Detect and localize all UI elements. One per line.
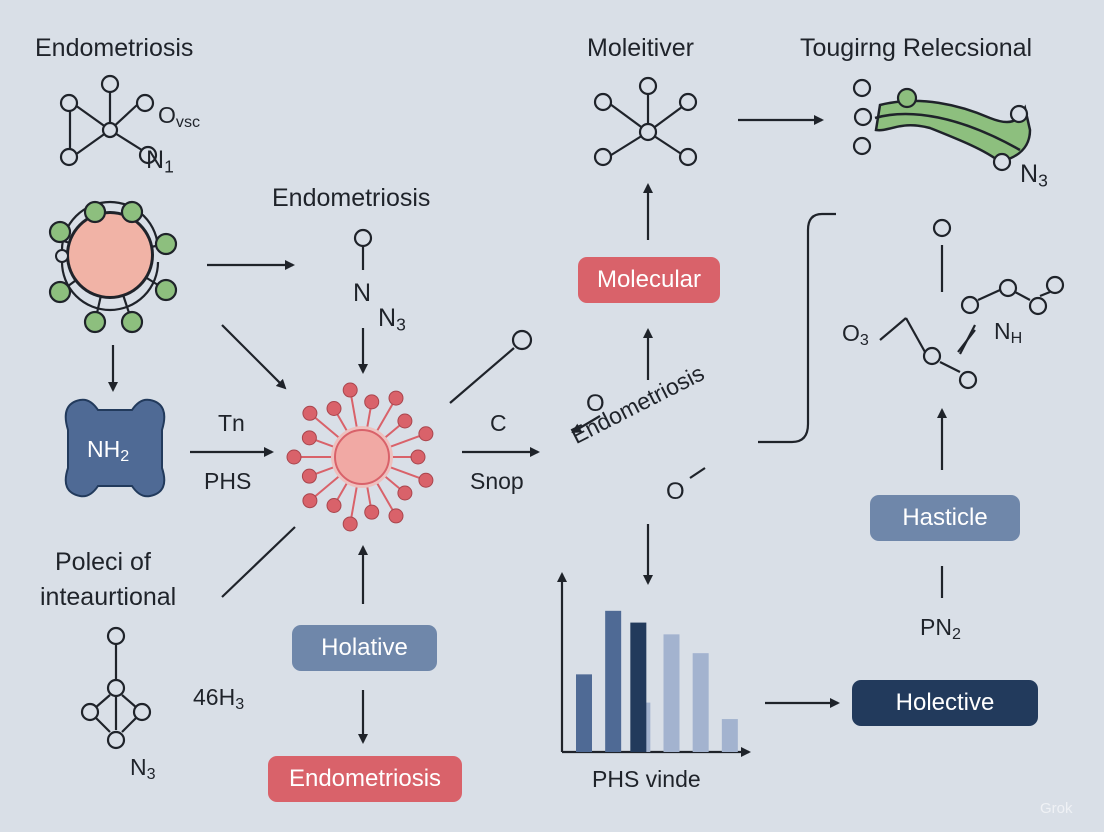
nh-label: NH xyxy=(994,318,1023,348)
line-o-slash xyxy=(689,467,706,479)
n3-label-center: N3 xyxy=(378,306,406,334)
holective-box: Holective xyxy=(852,680,1038,726)
molecule-top-left xyxy=(59,74,158,167)
virus-spike-node xyxy=(326,401,342,417)
virus-spike-node xyxy=(342,382,358,398)
molecule-snop xyxy=(449,329,533,404)
n-label: N xyxy=(353,279,372,307)
arrow-cell-to-virus xyxy=(221,324,287,390)
vsc-label: Ovsc xyxy=(158,102,201,132)
moleitiver-label: Moleitiver xyxy=(587,34,694,62)
virus-spike-node xyxy=(388,508,404,524)
n3-center-text: N xyxy=(378,304,397,332)
n3-center-subscript: 3 xyxy=(396,314,406,335)
virus-spike-node xyxy=(302,405,318,421)
virus-particle xyxy=(286,382,434,532)
pn2-text: PN xyxy=(920,614,952,640)
arrows xyxy=(108,115,947,744)
arrow-o-left xyxy=(571,415,601,434)
pn2-label: PN2 xyxy=(920,614,961,644)
chart-bar xyxy=(630,622,647,752)
o3-label: O3 xyxy=(842,320,869,350)
nh-text: N xyxy=(994,318,1011,344)
bracket xyxy=(758,212,836,444)
virus-spike-node xyxy=(397,485,413,501)
nh2-shape xyxy=(64,398,166,498)
virus-spike-node xyxy=(418,472,434,488)
c46h3-subscript: 3 xyxy=(235,695,245,714)
chart-bar xyxy=(692,653,709,752)
n3-bottom-text: N xyxy=(130,754,147,780)
endometriosis-box: Endometriosis xyxy=(268,756,462,802)
poleci-label-line2: inteaurtional xyxy=(40,583,177,611)
chart-bar xyxy=(605,610,622,752)
pn2-subscript: 2 xyxy=(951,625,961,644)
o-label-slash: O xyxy=(666,478,685,505)
n1-text: N xyxy=(146,146,165,174)
virus-spike-node xyxy=(301,468,317,484)
virus-core xyxy=(334,429,390,485)
virus-spike-node xyxy=(388,390,404,406)
bar-chart xyxy=(557,572,751,757)
line-to-poleci xyxy=(221,526,296,598)
virus-spike-node xyxy=(326,497,342,513)
n1-label: N1 xyxy=(146,148,174,176)
n3-right-text: N xyxy=(1020,160,1039,188)
virus-spike-node xyxy=(397,413,413,429)
molecule-center xyxy=(353,228,373,270)
molecule-top-center xyxy=(593,76,698,167)
c-label: C xyxy=(490,410,507,436)
n1-subscript: 1 xyxy=(164,156,174,177)
vsc-text: vsc xyxy=(175,113,201,132)
virus-spike-node xyxy=(342,516,358,532)
grok-watermark: Grok xyxy=(1040,800,1073,817)
virus-spike-node xyxy=(286,449,302,465)
o3-text: O xyxy=(842,320,860,346)
n3-label-bottom: N3 xyxy=(130,754,156,784)
o-label-arrow: O xyxy=(586,390,605,417)
virus-spike-node xyxy=(364,504,380,520)
tougirng-label: Tougirng Relecsional xyxy=(800,34,1033,62)
virus-spike-node xyxy=(418,426,434,442)
hasticle-box: Hasticle xyxy=(870,495,1020,541)
snop-label: Snop xyxy=(470,468,524,494)
chart-bar xyxy=(576,674,592,752)
phs-label-left: PHS xyxy=(204,468,252,494)
protein-structure xyxy=(852,78,1032,172)
endometriosis-label-center: Endometriosis xyxy=(272,184,431,212)
n3-bottom-subscript: 3 xyxy=(146,765,156,784)
chart-bar xyxy=(663,634,680,752)
c46h3-label: 46H3 xyxy=(193,684,245,714)
c46h3-text: 46H xyxy=(193,684,236,710)
nh-subscript: H xyxy=(1010,329,1023,348)
cell-with-receptors xyxy=(48,200,178,334)
n3-label-right: N3 xyxy=(1020,162,1048,190)
chart-x-label: PHS vinde xyxy=(592,766,701,792)
virus-spike-node xyxy=(364,394,380,410)
virus-spike-node xyxy=(301,430,317,446)
nh2-subscript: 2 xyxy=(120,447,130,466)
chart-bar xyxy=(721,719,738,752)
n3-right-subscript: 3 xyxy=(1038,170,1048,191)
o3-subscript: 3 xyxy=(859,331,869,350)
molecular-box: Molecular xyxy=(578,257,720,303)
molecule-bottom-left xyxy=(80,626,152,750)
virus-spike-node xyxy=(410,449,426,465)
endometriosis-label-top-left: Endometriosis xyxy=(35,34,194,62)
virus-spike-node xyxy=(302,493,318,509)
holative-box: Holative xyxy=(292,625,437,671)
nh2-label: NH2 xyxy=(87,436,130,466)
molecule-right xyxy=(879,218,1065,390)
tn-label: Tn xyxy=(218,410,245,436)
poleci-label-line1: Poleci of xyxy=(55,548,151,576)
nh2-text: NH xyxy=(87,436,121,462)
